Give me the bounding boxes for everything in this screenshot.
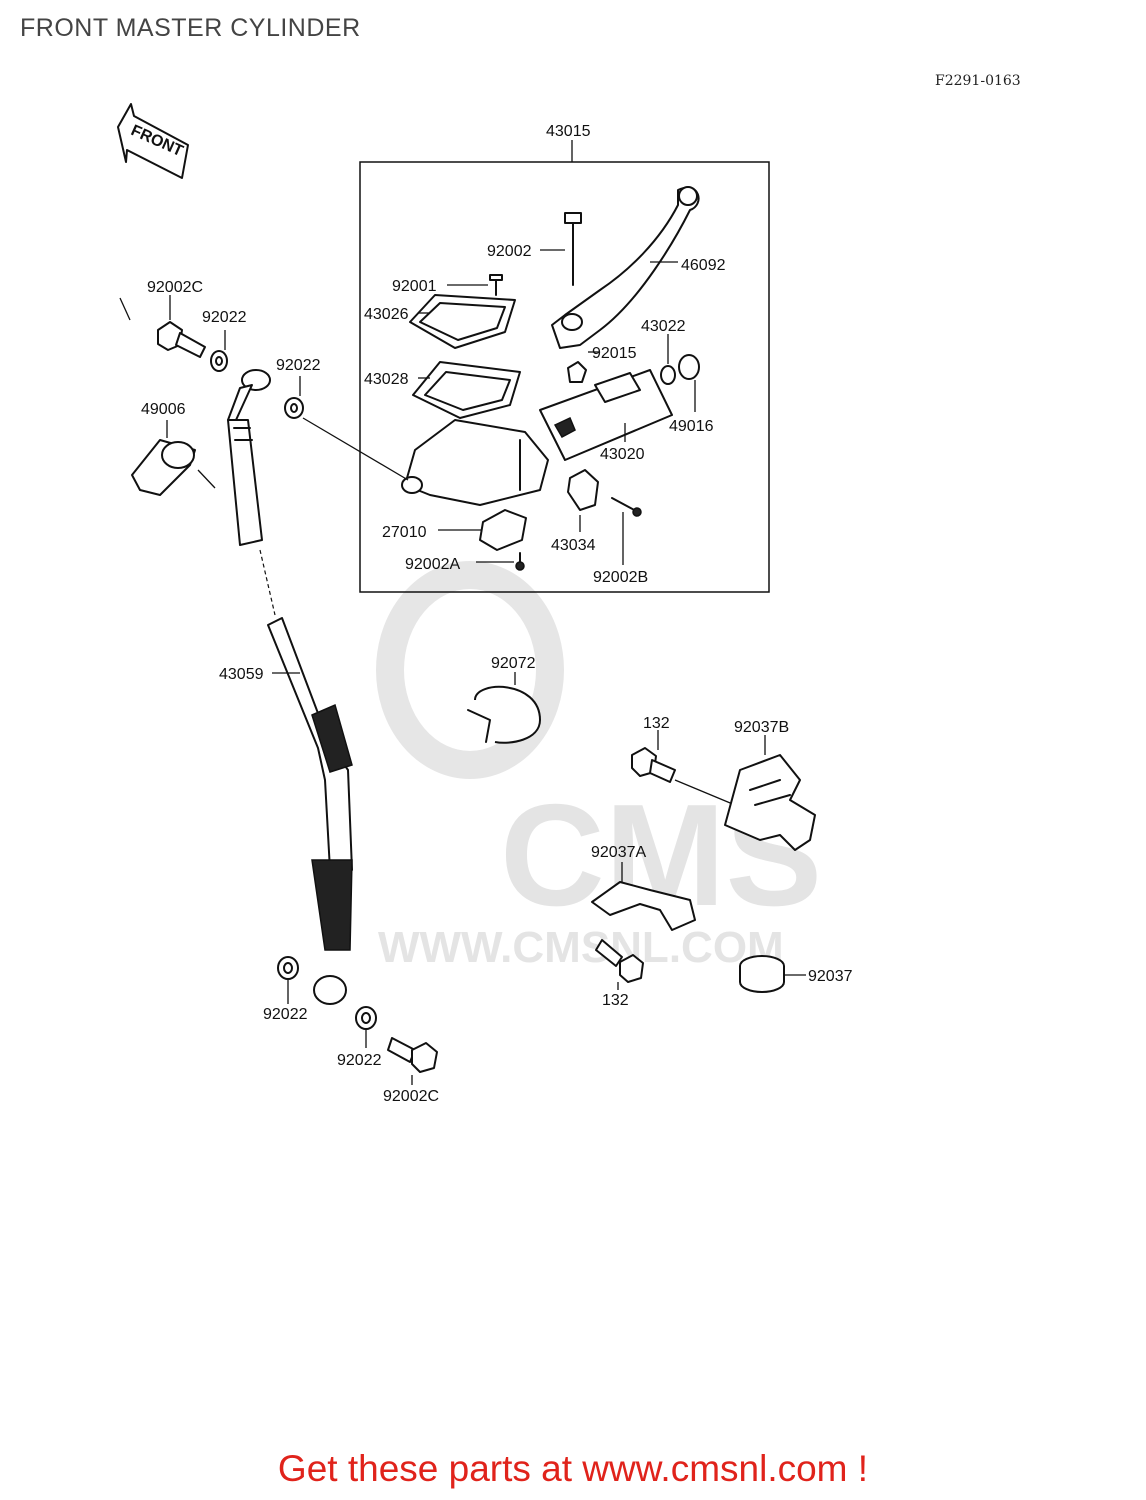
label-43028: 43028 — [364, 371, 409, 388]
pivot-screw — [564, 212, 582, 286]
label-92002c-top: 92002C — [147, 279, 203, 296]
holder-bolt-bottom — [595, 939, 644, 983]
piston-kit — [539, 369, 673, 461]
brake-switch — [479, 509, 527, 551]
label-43059: 43059 — [219, 666, 264, 683]
brake-hose-main — [267, 617, 353, 1005]
diaphragm — [412, 361, 521, 419]
label-43020: 43020 — [600, 446, 645, 463]
dust-boot — [678, 354, 700, 380]
handlebar-clamp — [567, 469, 599, 511]
switch-screw — [515, 552, 525, 571]
label-43015: 43015 — [546, 123, 591, 140]
label-92022-1: 92022 — [202, 309, 247, 326]
label-92072: 92072 — [491, 655, 536, 672]
hose-holder-a — [591, 881, 696, 931]
label-132-bottom: 132 — [602, 992, 629, 1009]
diagram-code: F2291-0163 — [935, 73, 1021, 89]
piston-seal — [660, 365, 676, 385]
sealing-washer-2 — [284, 397, 304, 419]
hose-clamp — [467, 685, 541, 744]
sealing-washer-4 — [355, 1006, 377, 1030]
label-27010: 27010 — [382, 524, 427, 541]
label-92022-2: 92022 — [276, 357, 321, 374]
label-92001: 92001 — [392, 278, 437, 295]
label-43022: 43022 — [641, 318, 686, 335]
label-92015: 92015 — [592, 345, 637, 362]
page-title: FRONT MASTER CYLINDER — [20, 14, 361, 42]
label-92037: 92037 — [808, 968, 853, 985]
banjo-cap — [131, 439, 196, 496]
banjo-bolt-top — [157, 321, 206, 358]
banjo-bolt-bottom — [387, 1037, 438, 1073]
brake-hose-upper — [227, 369, 271, 546]
grommet — [739, 955, 785, 993]
label-92022-3: 92022 — [263, 1006, 308, 1023]
label-92002c-bottom: 92002C — [383, 1088, 439, 1105]
cms-watermark: CMS WWW.CMSNL.COM — [376, 561, 822, 972]
cap-screw — [489, 274, 503, 296]
assembly-box — [359, 140, 770, 593]
label-92037b: 92037B — [734, 719, 789, 736]
label-43034: 43034 — [551, 537, 596, 554]
holder-bolt-top — [631, 747, 676, 783]
label-92022-4: 92022 — [337, 1052, 382, 1069]
brake-lever — [551, 186, 700, 349]
clamp-bolt — [611, 497, 642, 517]
label-92002b: 92002B — [593, 569, 648, 586]
front-arrow: FRONT — [117, 103, 189, 179]
hose-holder-b — [724, 754, 816, 851]
label-46092: 46092 — [681, 257, 726, 274]
label-49006: 49006 — [141, 401, 186, 418]
sealing-washer-1 — [210, 350, 228, 372]
sealing-washer-3 — [277, 956, 299, 980]
label-92037a: 92037A — [591, 844, 646, 861]
label-92002: 92002 — [487, 243, 532, 260]
master-cylinder-body — [401, 419, 549, 506]
footer-link[interactable]: Get these parts at www.cmsnl.com ! — [277, 1448, 869, 1489]
label-43026: 43026 — [364, 306, 409, 323]
label-132-top: 132 — [643, 715, 670, 732]
pivot-nut — [567, 361, 587, 383]
label-92002a: 92002A — [405, 556, 460, 573]
label-49016: 49016 — [669, 418, 714, 435]
reservoir-cap — [409, 294, 516, 349]
watermark-url: WWW.CMSNL.COM — [378, 923, 784, 972]
